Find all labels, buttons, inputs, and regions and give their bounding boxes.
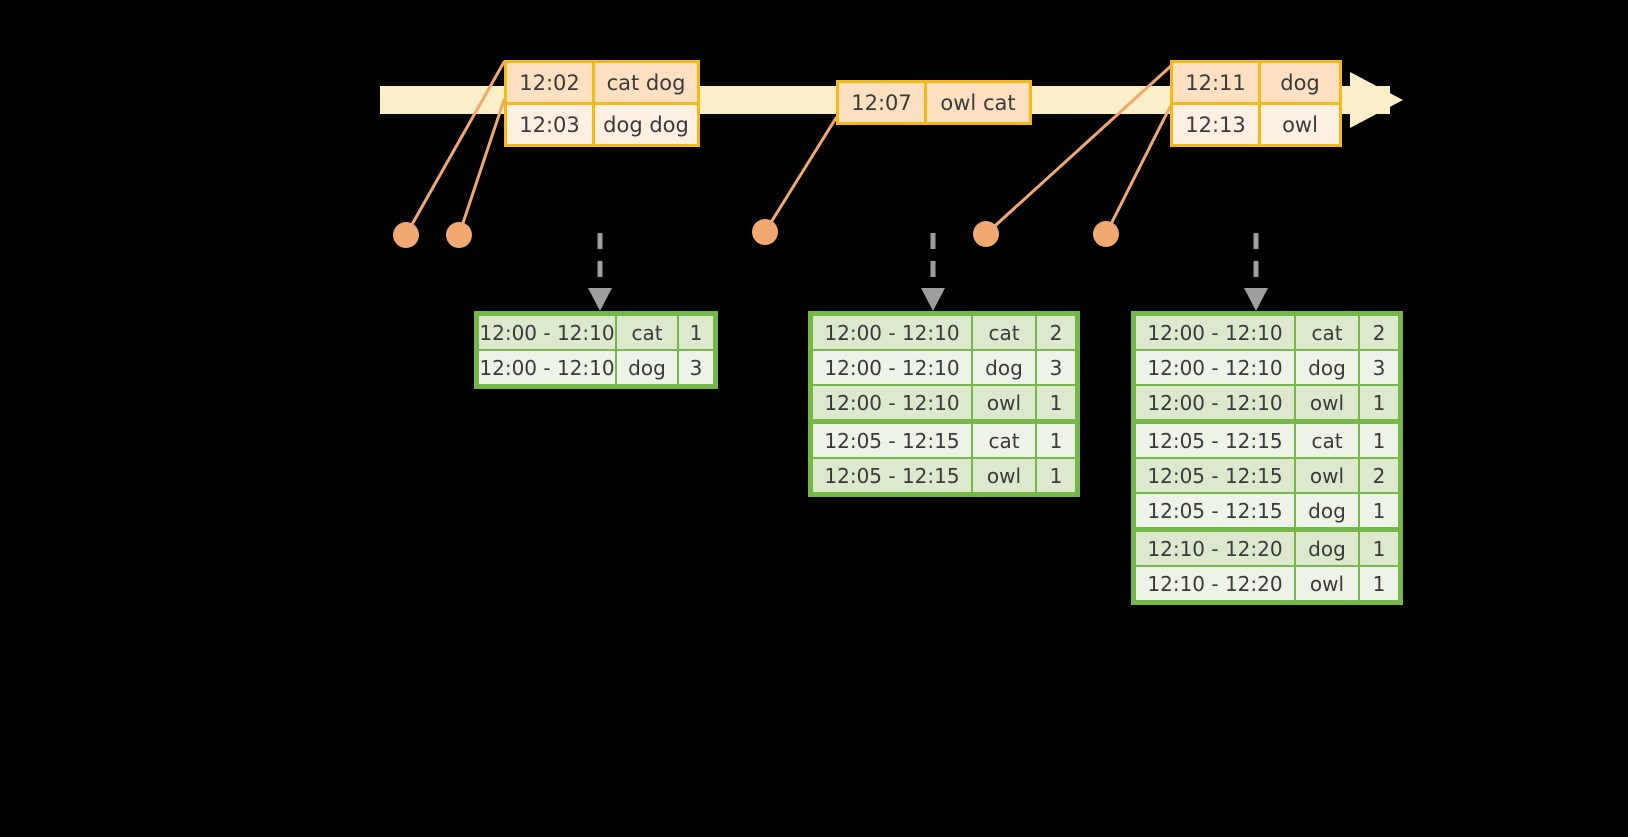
table-cell-key: owl	[973, 459, 1035, 492]
event-row: 12:11 dog	[1173, 63, 1339, 102]
table-cell-count: 3	[1360, 351, 1398, 384]
table-cell-window: 12:05 - 12:15	[1136, 459, 1294, 492]
table-cell-count: 1	[1360, 386, 1398, 419]
event-time: 12:11	[1173, 63, 1261, 102]
table-cell-window: 12:05 - 12:15	[1136, 424, 1294, 457]
event-time: 12:07	[839, 83, 927, 122]
table-cell-key: cat	[973, 424, 1035, 457]
event-value: dog dog	[595, 105, 697, 144]
table-cell-window: 12:00 - 12:10	[479, 316, 615, 349]
table-cell-count: 1	[1360, 494, 1398, 527]
table-cell-count: 2	[1360, 459, 1398, 492]
table-cell-key: cat	[973, 316, 1035, 349]
table-cell-count: 3	[679, 351, 713, 384]
table-cell-window: 12:10 - 12:20	[1136, 532, 1294, 565]
table-cell-count: 1	[679, 316, 713, 349]
table-cell-key: owl	[1296, 459, 1358, 492]
table-group-separator	[812, 420, 1076, 423]
connector-line-3	[763, 116, 838, 234]
table-cell-count: 1	[1360, 567, 1398, 600]
table-cell-key: dog	[1296, 532, 1358, 565]
event-value: dog	[1261, 63, 1339, 102]
table-cell-key: dog	[1296, 351, 1358, 384]
table-cell-count: 2	[1360, 316, 1398, 349]
table-cell-key: owl	[973, 386, 1035, 419]
event-row: 12:02 cat dog	[507, 63, 697, 102]
connector-line-1	[404, 60, 506, 237]
event-value: cat dog	[595, 63, 697, 102]
connector-dot	[446, 222, 472, 248]
connector-dot	[1093, 221, 1119, 247]
connector-dots	[393, 219, 1119, 248]
table-cell-count: 1	[1037, 459, 1075, 492]
table-cell-window: 12:10 - 12:20	[1136, 567, 1294, 600]
table-cell-window: 12:00 - 12:10	[1136, 386, 1294, 419]
table-cell-window: 12:05 - 12:15	[1136, 494, 1294, 527]
table-cell-key: cat	[617, 316, 677, 349]
event-value: owl	[1261, 105, 1339, 144]
table-cell-key: cat	[1296, 424, 1358, 457]
event-time: 12:03	[507, 105, 595, 144]
event-time: 12:02	[507, 63, 595, 102]
table-group-separator	[1135, 420, 1399, 423]
dashed-arrow-heads	[588, 288, 1268, 311]
event-group-2: 12:07 owl cat	[836, 80, 1032, 125]
event-row: 12:13 owl	[1173, 102, 1339, 144]
table-cell-key: owl	[1296, 567, 1358, 600]
table-cell-key: dog	[617, 351, 677, 384]
table-cell-key: owl	[1296, 386, 1358, 419]
table-cell-window: 12:05 - 12:15	[813, 459, 971, 492]
event-time: 12:13	[1173, 105, 1261, 144]
connector-dot	[393, 222, 419, 248]
table-cell-count: 1	[1037, 424, 1075, 457]
connector-dot	[973, 221, 999, 247]
table-cell-key: dog	[1296, 494, 1358, 527]
table-cell-count: 1	[1360, 424, 1398, 457]
event-row: 12:07 owl cat	[839, 83, 1029, 122]
table-cell-window: 12:00 - 12:10	[813, 351, 971, 384]
dashed-arrows	[597, 233, 1259, 288]
table-cell-count: 1	[1037, 386, 1075, 419]
table-cell-count: 1	[1360, 532, 1398, 565]
event-group-3: 12:11 dog 12:13 owl	[1170, 60, 1342, 147]
table-cell-window: 12:00 - 12:10	[1136, 351, 1294, 384]
table-cell-window: 12:00 - 12:10	[813, 386, 971, 419]
event-row: 12:03 dog dog	[507, 102, 697, 144]
connector-dot	[752, 219, 778, 245]
connector-line-5	[1104, 101, 1174, 236]
connector-line-2	[457, 98, 506, 237]
table-cell-count: 2	[1037, 316, 1075, 349]
table-cell-key: dog	[973, 351, 1035, 384]
table-cell-window: 12:00 - 12:10	[813, 316, 971, 349]
event-value: owl cat	[927, 83, 1029, 122]
event-group-1: 12:02 cat dog 12:03 dog dog	[504, 60, 700, 147]
table-cell-count: 3	[1037, 351, 1075, 384]
table-cell-window: 12:05 - 12:15	[813, 424, 971, 457]
table-cell-key: cat	[1296, 316, 1358, 349]
table-group-separator	[1135, 528, 1399, 531]
table-cell-window: 12:00 - 12:10	[479, 351, 615, 384]
table-cell-window: 12:00 - 12:10	[1136, 316, 1294, 349]
